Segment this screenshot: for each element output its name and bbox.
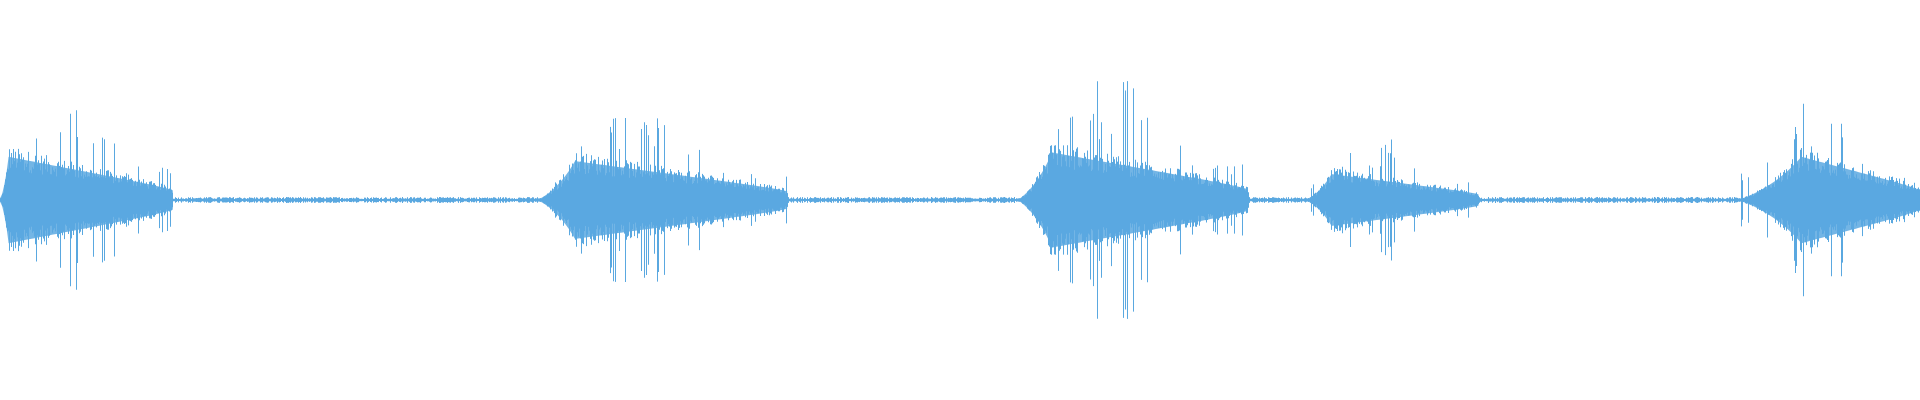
waveform-segment-5 bbox=[1737, 156, 1920, 244]
waveform-bars bbox=[0, 81, 1920, 319]
waveform-trace bbox=[0, 81, 1920, 319]
waveform-segment-2 bbox=[537, 161, 788, 239]
waveform-segment-3 bbox=[1017, 152, 1248, 248]
waveform-segment-4 bbox=[1305, 174, 1479, 226]
waveform-segment-1 bbox=[0, 156, 173, 244]
